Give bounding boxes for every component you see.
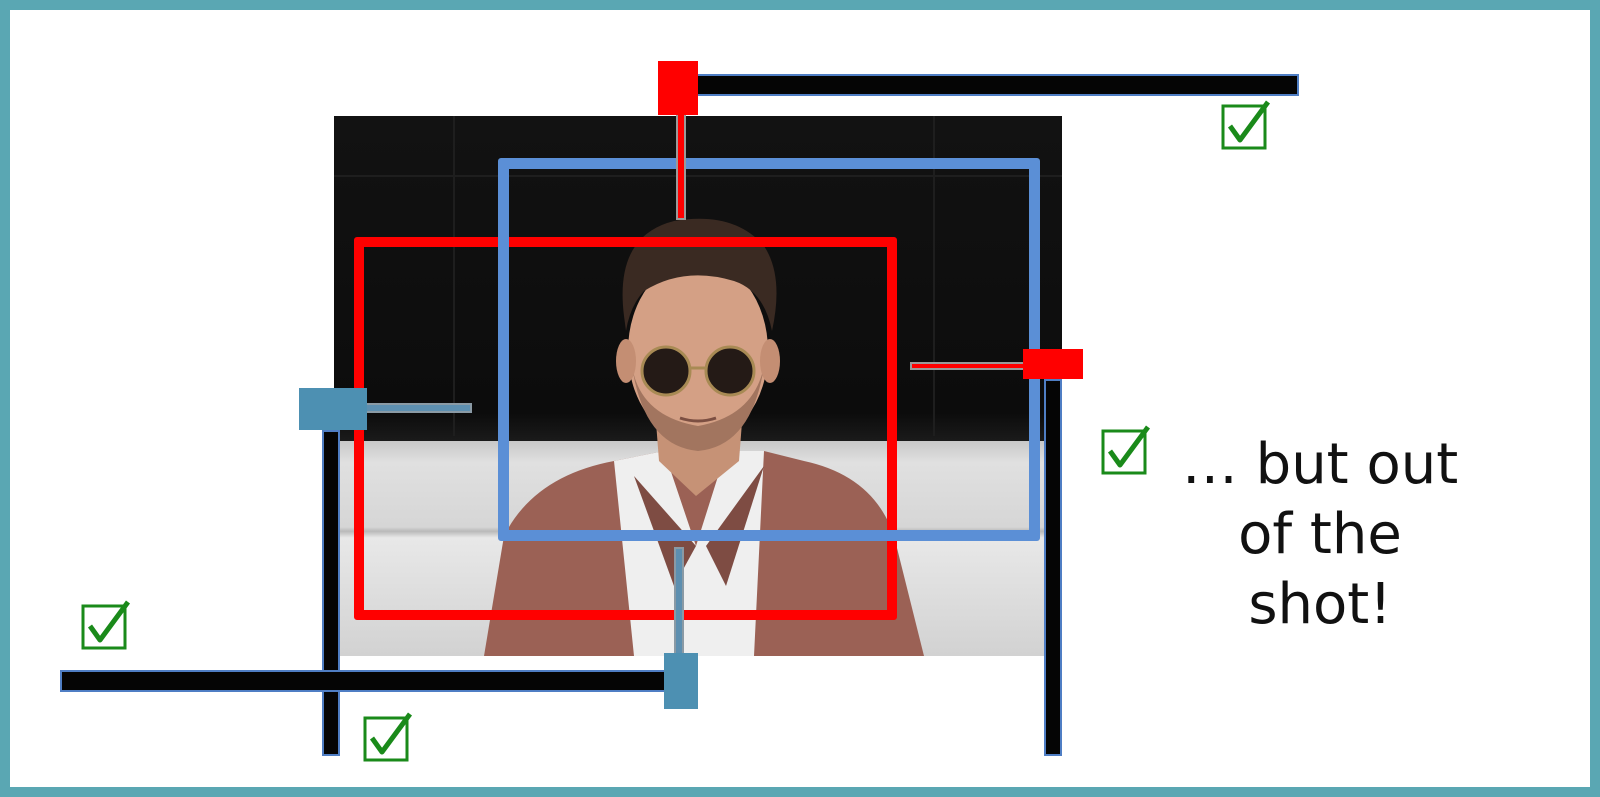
caption-line-2: of the bbox=[1160, 500, 1480, 570]
top-red-rod bbox=[676, 110, 686, 220]
check-box-icon bbox=[80, 598, 134, 652]
top-boom-bar bbox=[696, 74, 1299, 96]
bottom-blue-handle bbox=[664, 653, 698, 709]
right-red-handle bbox=[1023, 349, 1083, 379]
left-blue-handle bbox=[299, 388, 367, 430]
right-red-rod bbox=[910, 362, 1030, 370]
left-boom-bar bbox=[322, 430, 340, 756]
top-red-handle bbox=[658, 61, 698, 115]
left-blue-rod bbox=[356, 403, 472, 413]
caption-text: … but out of the shot! bbox=[1160, 430, 1480, 640]
right-boom-bar bbox=[1044, 379, 1062, 756]
bottom-boom-bar bbox=[60, 670, 666, 692]
check-box-icon bbox=[362, 710, 416, 764]
caption-line-3: shot! bbox=[1160, 570, 1480, 640]
check-box-icon bbox=[1220, 98, 1274, 152]
check-box-icon bbox=[1100, 423, 1154, 477]
caption-line-1: … but out bbox=[1160, 430, 1480, 500]
bottom-blue-rod bbox=[674, 547, 684, 657]
blue-frame bbox=[498, 158, 1040, 541]
